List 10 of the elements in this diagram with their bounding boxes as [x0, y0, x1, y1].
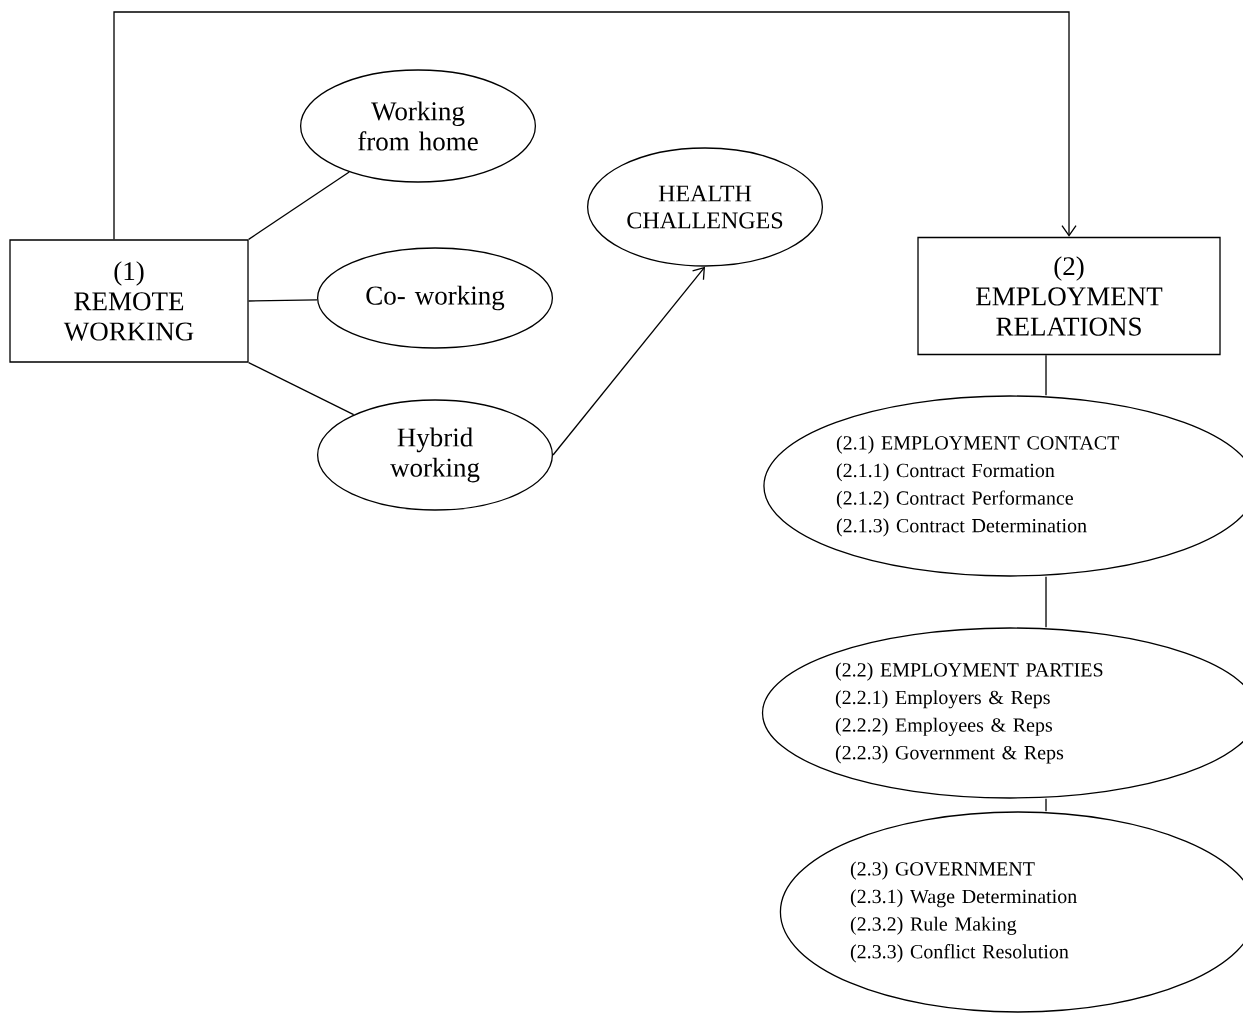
connector	[248, 362, 355, 416]
connector	[1045, 354, 1047, 396]
process-box: (1) REMOTE WORKING	[9, 239, 249, 363]
connector	[248, 299, 318, 302]
connector	[1045, 576, 1047, 628]
connector	[552, 266, 705, 456]
process-box: (2) EMPLOYMENT RELATIONS	[917, 236, 1221, 356]
connector	[1045, 798, 1047, 812]
connector	[248, 171, 350, 240]
connector	[113, 11, 1077, 240]
